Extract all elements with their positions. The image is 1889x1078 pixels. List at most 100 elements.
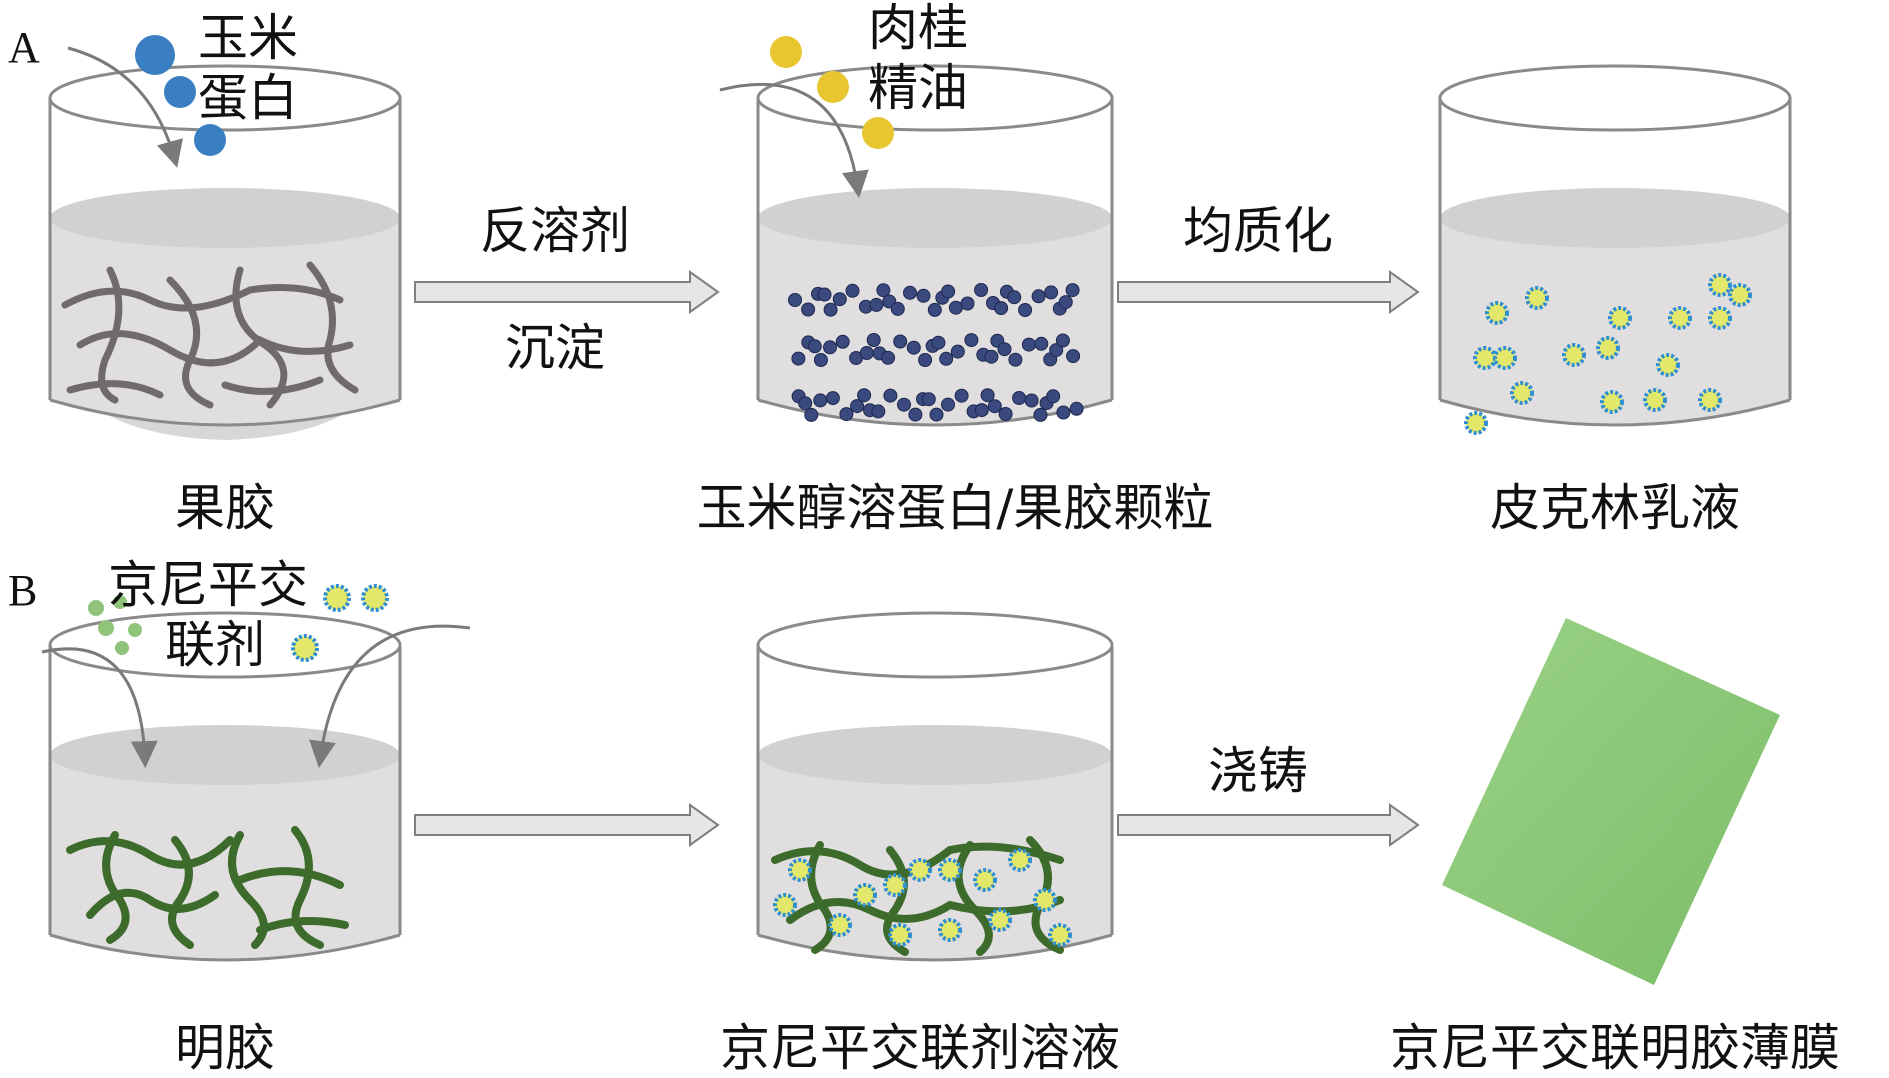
nanoparticle: [980, 388, 995, 403]
emulsion-droplet: [1656, 353, 1680, 377]
oil-label-line2: 精油: [868, 59, 968, 117]
gelatin-film: [1442, 618, 1780, 985]
panel-b-letter: B: [8, 566, 37, 615]
nanoparticle: [916, 288, 931, 303]
casting-label: 浇铸: [1208, 742, 1308, 800]
genipin-label-line2: 联剂: [165, 616, 265, 674]
homogenization-label: 均质化: [1183, 202, 1333, 260]
nanoparticle: [897, 397, 911, 412]
emulsion-droplet: [1485, 301, 1509, 325]
nanoparticle: [918, 353, 933, 367]
nanoparticle: [974, 283, 989, 297]
nanoparticle: [960, 296, 975, 311]
nanoparticle: [1065, 283, 1080, 298]
nanoparticle: [921, 392, 936, 407]
nanoparticle: [1031, 289, 1046, 304]
emulsion-droplet: [1728, 283, 1752, 307]
arrow-antisolvent: [414, 270, 720, 314]
zein-drops: [67, 35, 226, 168]
nanoparticle: [997, 342, 1012, 357]
nanoparticle: [798, 396, 813, 411]
crosslinked-droplet: [853, 883, 877, 907]
nanoparticle: [908, 407, 923, 422]
antisolvent-label: 反溶剂: [480, 202, 630, 260]
nanoparticle: [941, 397, 955, 412]
nanoparticle: [839, 407, 854, 422]
beaker-emulsion: [1438, 64, 1792, 427]
crosslinked-droplet: [1033, 888, 1057, 912]
nanoparticle: [823, 340, 837, 355]
nanoparticle: [1044, 285, 1059, 300]
nanoparticle: [832, 292, 847, 307]
nanoparticle: [948, 300, 963, 315]
nanoparticle: [1058, 295, 1073, 310]
emulsion-droplet: [1493, 346, 1517, 370]
crosslinked-droplet: [883, 873, 907, 897]
nanoparticle: [788, 293, 802, 307]
genipin-drops: [41, 595, 158, 769]
nanoparticle: [857, 388, 872, 403]
pectin-label: 果胶: [175, 479, 275, 537]
nanoparticle: [1046, 389, 1061, 404]
arrow-casting: [1117, 803, 1420, 847]
emulsion-droplet: [1525, 286, 1549, 310]
nanoparticle-bands: [788, 283, 1084, 422]
nanoparticle: [984, 349, 999, 364]
crosslinked-droplet: [888, 923, 912, 947]
nanoparticle: [801, 302, 816, 317]
nanoparticle: [813, 353, 828, 367]
nanoparticle: [869, 297, 884, 312]
emulsion-droplet: [1698, 388, 1722, 412]
crosslinked-droplet: [938, 858, 962, 882]
nanoparticle: [950, 344, 965, 359]
crosslinked-droplet: [1048, 923, 1072, 947]
nanoparticle: [871, 404, 886, 419]
nanoparticle: [1069, 401, 1084, 416]
nanoparticle: [890, 301, 905, 316]
emulsion-droplet: [1643, 388, 1667, 412]
emulsion-droplet: [1464, 411, 1488, 435]
nanoparticle: [1012, 391, 1027, 405]
nanoparticle: [845, 283, 860, 298]
crosslinked-droplet: [788, 858, 812, 882]
emulsion-droplet: [1668, 306, 1692, 330]
crosslinked-droplet: [908, 858, 932, 882]
nanoparticle: [1018, 303, 1033, 317]
emulsion-input-drops: [291, 584, 471, 769]
arrow-homogenization: [1117, 270, 1420, 314]
nanoparticle: [1033, 407, 1048, 422]
emulsion-input-droplet: [361, 584, 389, 612]
crosslinked-droplet: [973, 868, 997, 892]
crosslinked-droplet: [1008, 848, 1032, 872]
crosslinked-droplet: [988, 908, 1012, 932]
nanoparticle: [817, 287, 832, 302]
nanoparticle: [964, 333, 979, 348]
nanoparticle: [987, 399, 1002, 414]
nanoparticle: [804, 407, 819, 422]
nanoparticle: [1049, 343, 1064, 358]
crosslinked-solution-label: 京尼平交联剂溶液: [720, 1019, 1120, 1077]
crosslinked-droplet: [828, 913, 852, 937]
emulsion-droplet: [1510, 381, 1534, 405]
nanoparticle: [807, 339, 822, 354]
emulsion-label: 皮克林乳液: [1490, 479, 1740, 537]
precipitation-label: 沉淀: [505, 319, 605, 377]
oil-label-line1: 肉桂: [868, 0, 968, 57]
emulsion-droplet: [1473, 346, 1497, 370]
emulsion-droplet: [1562, 343, 1586, 367]
nanoparticle: [929, 407, 944, 422]
nanoparticle: [893, 334, 908, 349]
nanoparticle: [825, 391, 840, 406]
genipin-label-line1: 京尼平交: [108, 556, 308, 614]
nanoparticle: [1008, 352, 1023, 367]
essential-oil-drops: [719, 36, 894, 199]
nanoparticle: [1056, 405, 1071, 420]
nanoparticle: [1066, 349, 1081, 364]
nanoparticle: [974, 403, 989, 418]
beaker-nanoparticles: [756, 64, 1114, 427]
nanoparticle: [1024, 393, 1039, 408]
gelatin-label: 明胶: [175, 1019, 275, 1077]
emulsion-input-droplet: [323, 584, 351, 612]
emulsion-droplet: [1708, 273, 1732, 297]
